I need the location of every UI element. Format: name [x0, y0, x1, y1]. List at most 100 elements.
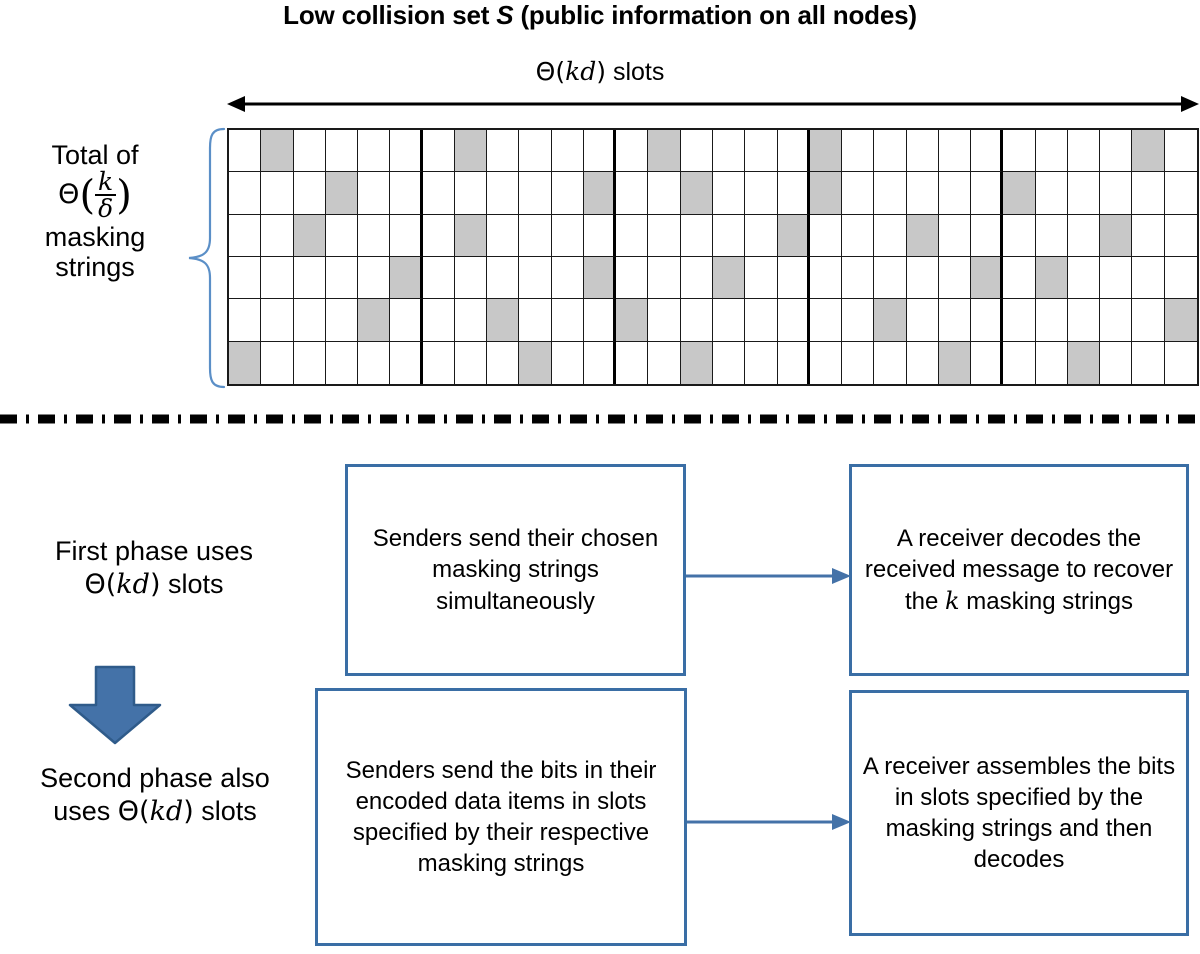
grid-cell: [454, 172, 488, 215]
grid-cell: [616, 172, 649, 215]
grid-cell: [454, 256, 488, 300]
grid-cell: [293, 341, 326, 384]
grid-cell: [519, 341, 552, 384]
grid-cell: [422, 172, 455, 215]
width-double-arrow-icon: [227, 96, 1199, 112]
box-receiver-assembles-bits[interactable]: A receiver assembles the bits in slots s…: [849, 690, 1189, 936]
grid-cell: [487, 299, 520, 342]
grid-cell: [1100, 130, 1133, 173]
grid-cell: [583, 256, 617, 300]
grid-cell: [874, 130, 907, 173]
slots-word: slots: [612, 58, 665, 86]
grid-cell: [358, 130, 391, 173]
grid-cell: [938, 299, 972, 342]
grid-cell: [358, 341, 391, 384]
grid-cell: [938, 172, 972, 215]
total-label-line1: Total of: [51, 140, 139, 170]
grid-cell: [229, 130, 262, 173]
grid-cell: [1100, 341, 1133, 384]
grid-cell: [1003, 256, 1036, 300]
grid-cell: [293, 214, 326, 257]
box-receiver-decodes-masking-strings[interactable]: A receiver decodes the received message …: [849, 464, 1189, 676]
grid-cell: [551, 256, 584, 300]
grid-cell: [229, 299, 262, 342]
box-senders-send-encoded-bits[interactable]: Senders send the bits in their encoded d…: [315, 688, 687, 946]
grid-cell: [1035, 256, 1068, 300]
grid-cell: [325, 299, 359, 342]
grid-cell: [1035, 341, 1068, 384]
grid-cell: [648, 341, 681, 384]
theta-symbol: Θ: [535, 57, 556, 86]
grid-cell: [261, 256, 294, 300]
grid-cell: [906, 299, 939, 342]
grid-cell: [648, 130, 681, 173]
grid-cell: [422, 299, 455, 342]
grid-cell: [680, 256, 713, 300]
grid-cell: [809, 130, 843, 173]
grid-cell: [906, 341, 939, 384]
grid-cell: [971, 172, 1004, 215]
grid-cell: [390, 299, 423, 342]
grid-cell: [583, 172, 617, 215]
grid-cell: [777, 130, 810, 173]
grid-cell: [745, 299, 778, 342]
grid-cell: [1132, 130, 1165, 173]
grid-cell: [1067, 214, 1101, 257]
grid-cell: [1035, 299, 1068, 342]
grid-cell: [1132, 214, 1165, 257]
grid-cell: [551, 214, 584, 257]
grid-cell: [971, 299, 1004, 342]
page-title: Low collision set S (public information …: [0, 0, 1200, 31]
grid-cell: [777, 256, 810, 300]
box-tr-symbol-k: k: [945, 586, 960, 615]
grid-cell: [680, 299, 713, 342]
grid-cell: [777, 341, 810, 384]
grid-cell: [745, 214, 778, 257]
low-collision-set-grid: [227, 128, 1199, 386]
grid-cell: [293, 172, 326, 215]
box-tl-text: Senders send their chosen masking string…: [372, 525, 659, 615]
grid-cell: [422, 256, 455, 300]
grid-cell: [1067, 172, 1101, 215]
grid-cell: [874, 341, 907, 384]
first-phase-label: First phase uses Θ(kd) slots: [4, 535, 304, 602]
second-phase-prefix: uses: [53, 795, 118, 826]
grid-cell: [971, 214, 1004, 257]
grid-cell: [842, 341, 875, 384]
grid-cell: [1100, 172, 1133, 215]
grid-cell: [745, 256, 778, 300]
grid-cell: [1164, 214, 1197, 257]
grid-cell: [616, 130, 649, 173]
box-senders-send-masking-strings[interactable]: Senders send their chosen masking string…: [345, 464, 686, 676]
grid-cell: [390, 214, 423, 257]
grid-cell: [842, 299, 875, 342]
grid-cell: [487, 214, 520, 257]
title-prefix: Low collision set: [283, 0, 497, 30]
grid-cell: [1164, 341, 1197, 384]
grid-cell: [712, 172, 746, 215]
grid-cell: [390, 130, 423, 173]
grid-cell: [874, 299, 907, 342]
grid-cell: [293, 299, 326, 342]
grid-cell: [680, 130, 713, 173]
grid-cell: [906, 256, 939, 300]
grid-cell: [325, 130, 359, 173]
grid-cell: [842, 214, 875, 257]
grid-cell: [229, 214, 262, 257]
grid-cell: [1100, 299, 1133, 342]
grid-cell: [616, 299, 649, 342]
grid-cell: [1132, 172, 1165, 215]
box-tr-text-before: A receiver decodes the received message …: [864, 525, 1174, 615]
grid-cell: [583, 214, 617, 257]
fraction-numerator: k: [98, 167, 114, 197]
grid-cell: [229, 341, 262, 384]
grid-cell: [648, 299, 681, 342]
grid-cell: [1100, 214, 1133, 257]
grid-cell: [712, 214, 746, 257]
grid-cell: [229, 256, 262, 300]
grid-cell: [325, 172, 359, 215]
grid-cell: [809, 214, 843, 257]
first-phase-suffix: slots: [160, 568, 224, 599]
grid-cell: [1132, 256, 1165, 300]
second-phase-label: Second phase also uses Θ(kd) slots: [0, 762, 310, 829]
